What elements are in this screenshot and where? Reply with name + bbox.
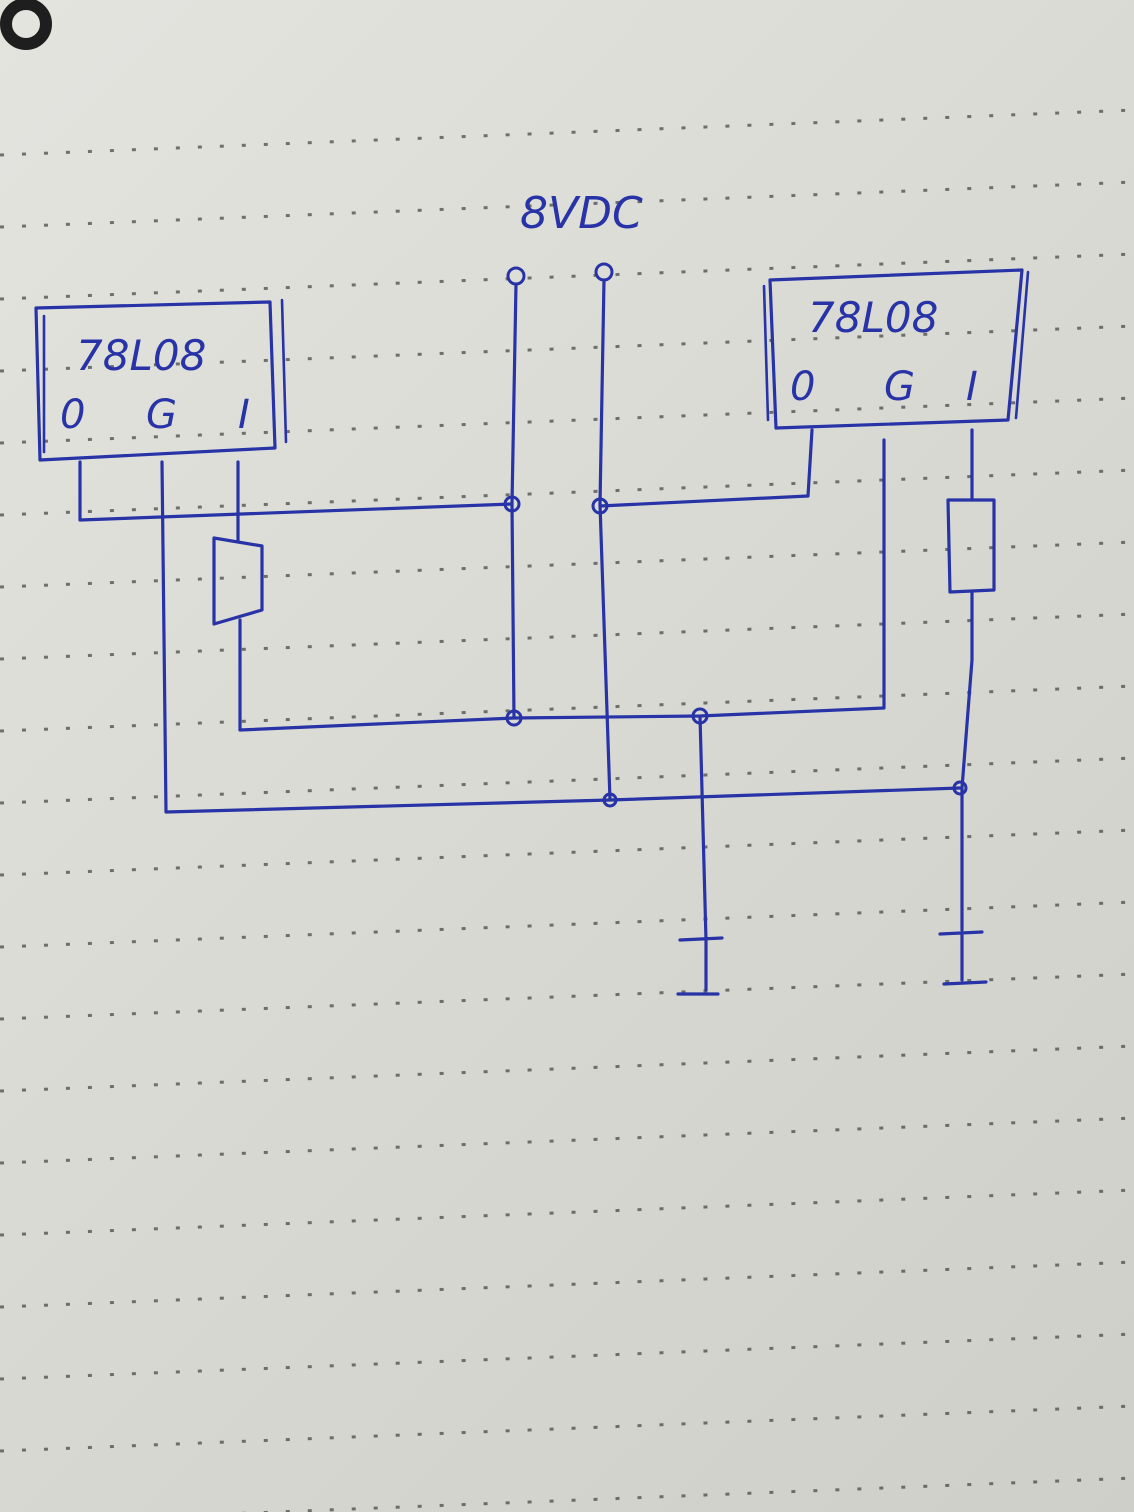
grid-line	[0, 252, 1134, 301]
regulator-right-pin-in: I	[966, 364, 978, 410]
grid-line	[0, 1188, 1134, 1237]
regulator-left: 78L08 0 G I	[34, 298, 288, 462]
supply-terminal-negative-icon	[594, 262, 614, 282]
grid-line	[0, 900, 1134, 949]
resistor-icon	[946, 498, 996, 594]
ground-icon	[938, 930, 988, 986]
regulator-right-pin-out: 0	[790, 364, 815, 410]
junction-nodes	[503, 495, 968, 808]
grid-line	[0, 684, 1134, 733]
grid-line	[0, 612, 1134, 661]
ground-icon	[676, 936, 724, 996]
grid-line	[0, 1404, 1134, 1453]
resistor-icon	[212, 536, 264, 626]
grid-line	[0, 972, 1134, 1021]
regulator-right: 78L08 0 G I	[762, 268, 1030, 430]
regulator-right-part: 78L08	[808, 293, 938, 342]
regulator-left-pin-ground: G	[146, 392, 177, 438]
grid-line	[239, 1476, 1134, 1512]
punch-hole-icon	[0, 0, 52, 50]
regulator-right-pin-ground: G	[884, 364, 915, 410]
grid-line	[0, 468, 1134, 517]
grid-line	[0, 1332, 1134, 1381]
grid-line	[0, 108, 1134, 157]
supply-terminal-positive-icon	[506, 266, 526, 286]
regulator-left-pin-in: I	[238, 392, 250, 438]
grid-line	[0, 1044, 1134, 1093]
grid-line	[0, 1116, 1134, 1165]
wires	[78, 278, 974, 942]
grid-line	[0, 828, 1134, 877]
supply-label: 8VDC	[520, 188, 643, 239]
grid-line	[0, 1260, 1134, 1309]
grid-line	[0, 540, 1134, 589]
regulator-left-part: 78L08	[76, 331, 206, 380]
regulator-left-pin-out: 0	[60, 392, 85, 438]
